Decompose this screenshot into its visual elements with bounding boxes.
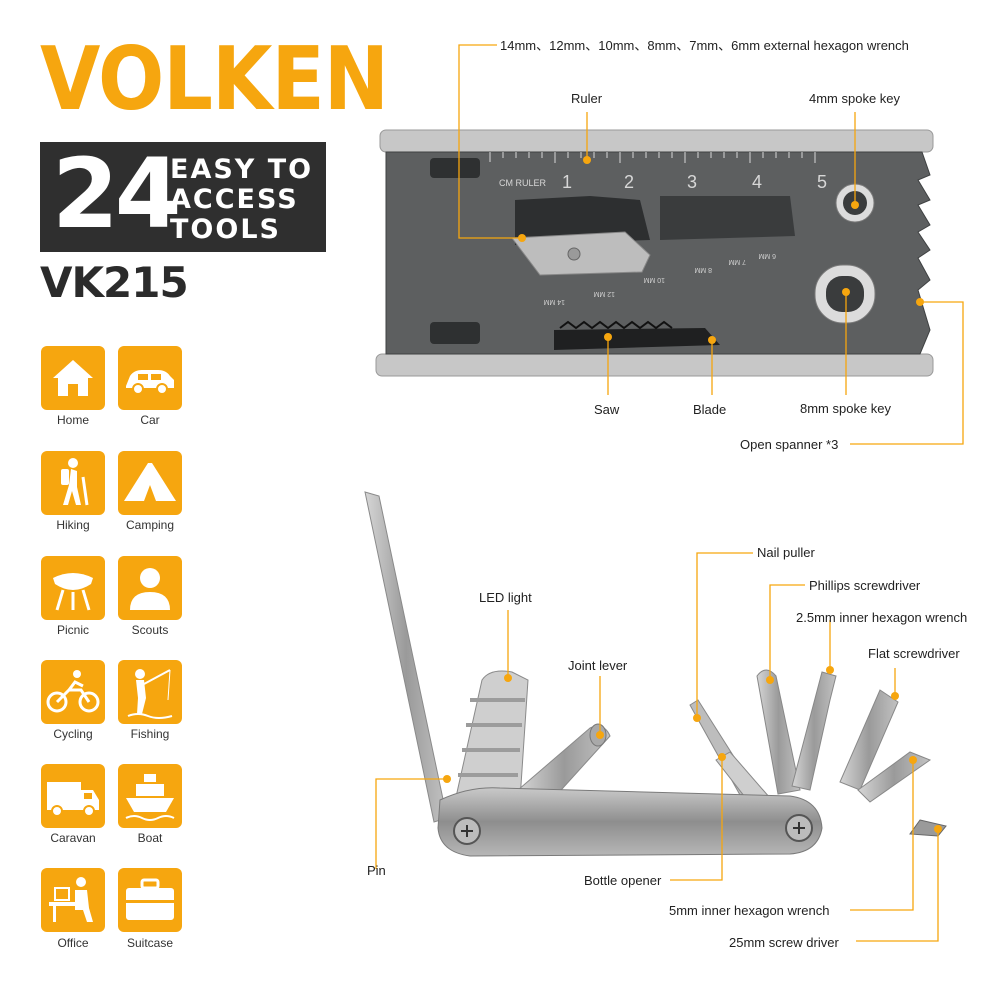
callout-leaders (375, 44, 964, 942)
person-icon (130, 568, 170, 610)
callout-spoke-8mm: 8mm spoke key (800, 401, 892, 416)
callout-screw-driver-25mm: 25mm screw driver (729, 935, 839, 950)
callout-flat-screwdriver: Flat screwdriver (868, 646, 960, 661)
use-tile-camping (118, 451, 182, 515)
cyclist-icon (46, 670, 100, 713)
use-label-scouts: Scouts (131, 623, 169, 637)
callout-markers (443, 156, 942, 833)
wrench-mark: 14 MM (543, 298, 565, 305)
wrench-mark: 8 MM (694, 266, 712, 273)
van-icon (47, 782, 99, 817)
ruler-ticks (489, 152, 816, 163)
folded-multitool: CM RULER 1 2 3 4 5 14 MM 12 MM 10 MM 8 M… (375, 129, 934, 377)
use-tile-picnic (41, 556, 105, 620)
callout-joint-lever: Joint lever (568, 658, 628, 673)
tent-icon (124, 463, 176, 501)
use-tile-cycling (41, 660, 105, 724)
office-desk-icon (49, 877, 93, 922)
callout-nail-puller: Nail puller (757, 545, 815, 560)
use-tile-scouts (118, 556, 182, 620)
callout-open-spanner: Open spanner *3 (740, 437, 839, 452)
use-label-picnic: Picnic (56, 623, 89, 637)
tool-count: 24 (52, 138, 182, 250)
grill-icon (53, 573, 93, 611)
callout-inner-hex-2-5mm: 2.5mm inner hexagon wrench (796, 610, 968, 625)
callout-saw: Saw (594, 402, 620, 417)
use-label-fishing: Fishing (130, 727, 170, 741)
use-label-cycling: Cycling (53, 727, 93, 741)
banner-line-3: TOOLS (170, 214, 281, 245)
banner-line-2: ACCESS (170, 184, 299, 215)
use-tile-suitcase (118, 868, 182, 932)
wrench-mark: 12 MM (593, 290, 615, 297)
wrench-mark: 7 MM (728, 258, 746, 265)
suitcase-icon (126, 878, 174, 920)
use-label-camping: Camping (125, 518, 175, 532)
ruler-number: 3 (687, 172, 697, 192)
use-label-office: Office (57, 936, 89, 950)
use-tile-car (118, 346, 182, 410)
use-tile-home (41, 346, 105, 410)
ruler-text: CM RULER (499, 178, 547, 188)
use-label-hiking: Hiking (56, 518, 90, 532)
callout-pin: Pin (367, 863, 386, 878)
use-label-home: Home (56, 413, 89, 427)
use-tile-boat (118, 764, 182, 828)
home-icon (53, 360, 93, 396)
ruler-number: 4 (752, 172, 762, 192)
model-number: VK215 (40, 258, 189, 307)
callout-hex-wrench: 14mm、12mm、10mm、8mm、7mm、6mm external hexa… (500, 38, 909, 53)
tool-count-banner: 24 EASY TO ACCESS TOOLS (40, 142, 326, 252)
callout-spoke-4mm: 4mm spoke key (809, 91, 901, 106)
callout-ruler: Ruler (571, 91, 603, 106)
banner-line-1: EASY TO (170, 154, 314, 185)
callout-inner-hex-5mm: 5mm inner hexagon wrench (669, 903, 830, 918)
use-label-car: Car (140, 413, 160, 427)
use-label-caravan: Caravan (50, 831, 96, 845)
ruler-number: 2 (624, 172, 634, 192)
callout-led-light: LED light (479, 590, 532, 605)
callout-blade: Blade (693, 402, 727, 417)
ship-icon (125, 774, 175, 821)
brand-logo: VOLKEN (40, 29, 389, 131)
use-tile-caravan (41, 764, 105, 828)
use-label-boat: Boat (137, 831, 163, 845)
wrench-mark: 10 MM (643, 276, 665, 283)
ruler-number: 5 (817, 172, 827, 192)
use-tile-hiking (41, 451, 105, 515)
fisherman-icon (127, 669, 173, 719)
car-icon (126, 370, 174, 395)
ruler-number: 1 (562, 172, 572, 192)
callout-bottle-opener: Bottle opener (584, 873, 662, 888)
use-tile-fishing (118, 660, 182, 724)
unfolded-multitool (364, 491, 947, 857)
wrench-mark: 6 MM (758, 252, 776, 259)
use-label-suitcase: Suitcase (126, 936, 174, 950)
use-tile-office (41, 868, 105, 932)
callout-phillips: Phillips screwdriver (809, 578, 921, 593)
hiking-icon (61, 458, 89, 506)
